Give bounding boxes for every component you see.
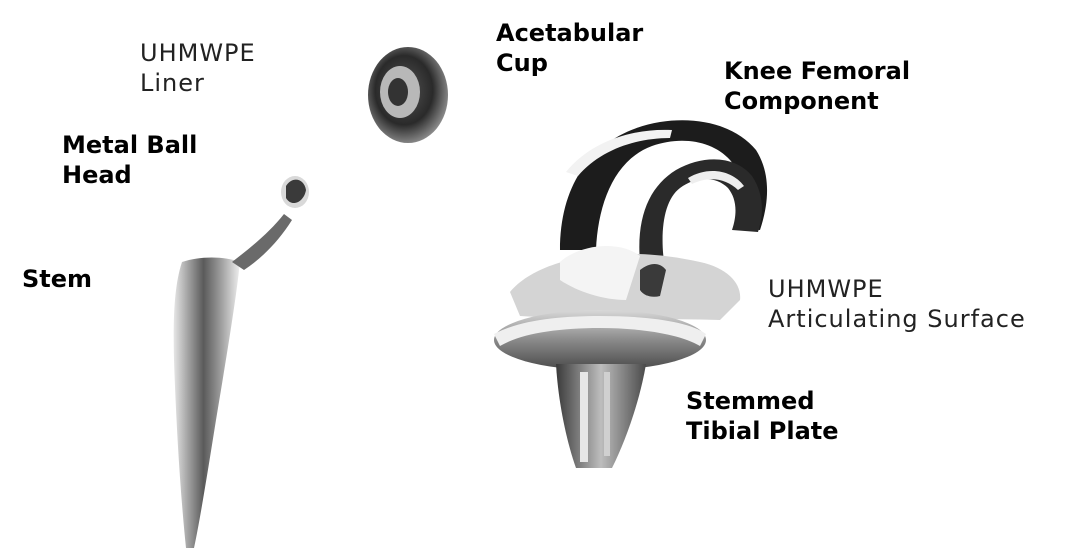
tibial-stem [556, 364, 646, 468]
stem-label: Stem [22, 264, 92, 294]
uhmwpe-liner-label: UHMWPE Liner [140, 38, 256, 98]
uhmwpe-articulating-surface-label: UHMWPE Articulating Surface [768, 274, 1026, 334]
uhmwpe-articulating-surface [510, 246, 740, 320]
tibial-tray [494, 310, 706, 370]
metal-ball-head-label: Metal Ball Head [62, 130, 197, 190]
knee-femoral-component [560, 120, 767, 262]
hip-stem [174, 214, 292, 548]
metal-ball-head [281, 176, 309, 208]
acetabular-cup-label: Acetabular Cup [496, 18, 643, 78]
knee-femoral-component-label: Knee Femoral Component [724, 56, 910, 116]
acetabular-cup [368, 47, 448, 143]
stemmed-tibial-plate-label: Stemmed Tibial Plate [686, 386, 839, 446]
